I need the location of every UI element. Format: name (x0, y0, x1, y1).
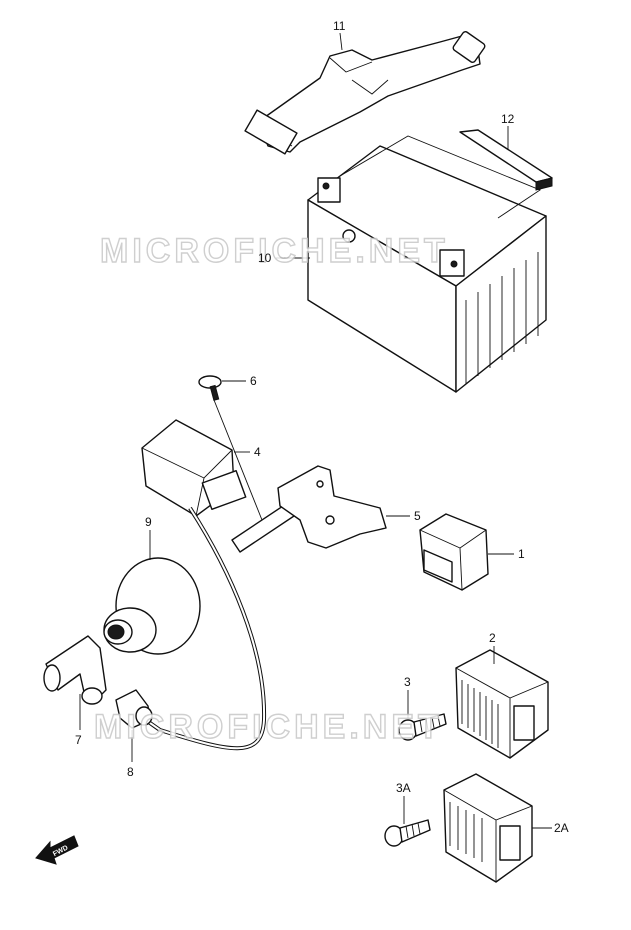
noise-cap-part (115, 689, 153, 729)
high-tension-lead-part (138, 506, 267, 751)
screw-part-3 (398, 713, 447, 741)
battery-pad-part (459, 129, 553, 191)
leader-lines (79, 32, 552, 829)
callout-8: 8 (127, 765, 134, 779)
seal-boot-part (103, 557, 201, 655)
callout-2: 2 (489, 631, 496, 645)
battery-part (307, 135, 547, 393)
callout-9: 9 (145, 515, 152, 529)
callout-10: 10 (258, 251, 272, 265)
regulator-part-2A (443, 773, 533, 883)
callout-5: 5 (414, 509, 421, 523)
callout-4: 4 (254, 445, 261, 459)
callout-11: 11 (333, 19, 346, 33)
plug-cap-part (43, 635, 107, 705)
bracket-part (277, 465, 387, 549)
regulator-part-2 (455, 649, 549, 759)
screw-part-6 (198, 375, 222, 401)
forward-arrow-icon: FWD (35, 835, 79, 865)
callout-7: 7 (75, 733, 82, 747)
callout-2A: 2A (554, 821, 569, 835)
callout-3: 3 (404, 675, 411, 689)
callout-12: 12 (501, 112, 515, 126)
battery-strap-part (244, 31, 486, 155)
relay-part (419, 513, 489, 591)
connector-assembly-part (141, 399, 301, 553)
callout-3A: 3A (396, 781, 411, 795)
callout-6: 6 (250, 374, 257, 388)
watermark-bottom: MICROFICHE.NET (94, 708, 443, 746)
callout-1: 1 (518, 547, 525, 561)
watermark-top: MICROFICHE.NET (100, 232, 449, 270)
screw-part-3A (384, 819, 431, 847)
